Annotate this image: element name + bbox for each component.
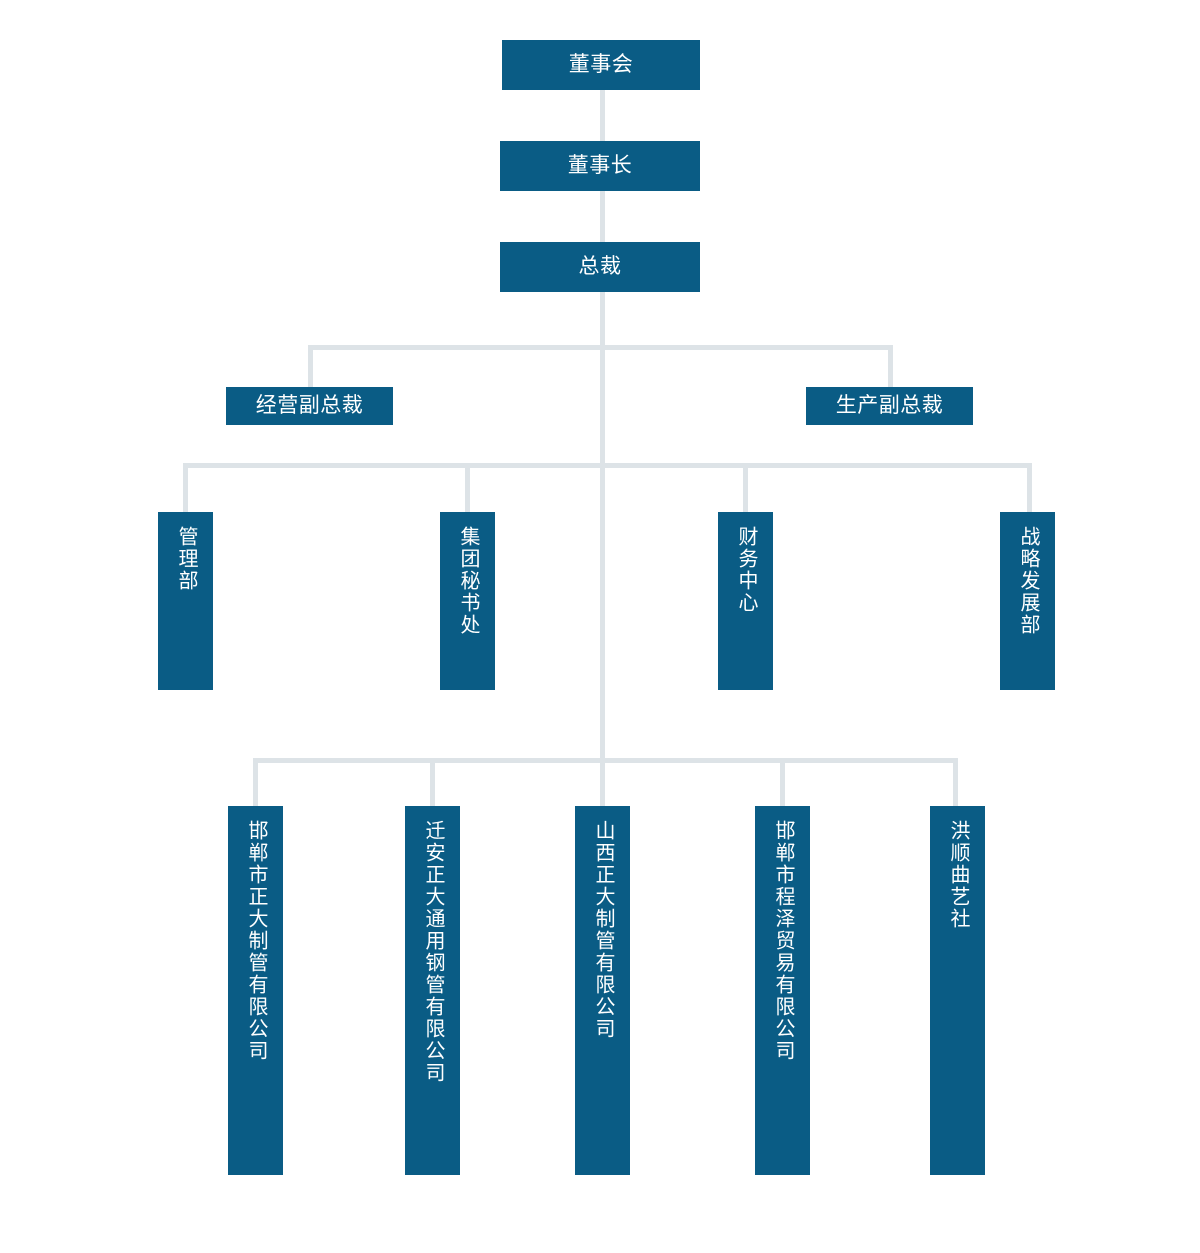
node-sub-handan-zhengda[interactable]: 邯郸市正大制管有限公司 [228,806,283,1175]
node-board[interactable]: 董事会 [502,40,700,90]
connector-drop-dept-finance-center [743,463,748,512]
connector-drop-dept-group-secretariat [465,463,470,512]
connector-drop-sub-handan-zhengda [253,758,258,806]
node-sub-handan-chengze-label: 邯郸市程泽贸易有限公司 [772,820,794,1062]
node-dept-group-secretariat[interactable]: 集团秘书处 [440,512,495,690]
node-chairman[interactable]: 董事长 [500,141,700,191]
node-dept-group-secretariat-label: 集团秘书处 [457,526,479,636]
node-sub-qianan-zhengda-label: 迁安正大通用钢管有限公司 [422,820,444,1084]
node-president-label: 总裁 [578,255,622,279]
node-sub-handan-zhengda-label: 邯郸市正大制管有限公司 [245,820,267,1062]
connector-board-to-chairman [600,90,605,141]
node-sub-shanxi-zhengda[interactable]: 山西正大制管有限公司 [575,806,630,1175]
node-board-label: 董事会 [568,53,634,77]
connector-drop-sub-qianan-zhengda [430,758,435,806]
connector-bus-subsidiaries [253,758,958,763]
connector-drop-sub-shanxi-zhengda [600,758,605,806]
node-sub-hongshun-quyi[interactable]: 洪顺曲艺社 [930,806,985,1175]
node-dept-finance-center-label: 财务中心 [735,526,757,614]
node-dept-strategy-development[interactable]: 战略发展部 [1000,512,1055,690]
connector-drop-vp-operations [308,345,313,387]
node-sub-shanxi-zhengda-label: 山西正大制管有限公司 [592,820,614,1040]
node-vp-production-label: 生产副总裁 [835,394,944,418]
node-vp-operations-label: 经营副总裁 [255,394,364,418]
connector-drop-sub-hongshun-quyi [953,758,958,806]
node-vp-production[interactable]: 生产副总裁 [806,387,973,425]
node-sub-qianan-zhengda[interactable]: 迁安正大通用钢管有限公司 [405,806,460,1175]
node-dept-management[interactable]: 管理部 [158,512,213,690]
connector-bus-departments [183,463,1032,468]
node-chairman-label: 董事长 [567,154,633,178]
node-dept-management-label: 管理部 [175,526,197,592]
node-president[interactable]: 总裁 [500,242,700,292]
connector-drop-sub-handan-chengze [780,758,785,806]
node-sub-handan-chengze[interactable]: 邯郸市程泽贸易有限公司 [755,806,810,1175]
connector-drop-dept-management [183,463,188,512]
connector-chairman-to-president [600,191,605,242]
connector-drop-dept-strategy-development [1027,463,1032,512]
connector-bus-vp [308,345,893,350]
node-sub-hongshun-quyi-label: 洪顺曲艺社 [947,820,969,930]
connector-spine-main [600,292,605,806]
node-dept-finance-center[interactable]: 财务中心 [718,512,773,690]
connector-drop-vp-production [888,345,893,387]
node-dept-strategy-development-label: 战略发展部 [1017,526,1039,636]
node-vp-operations[interactable]: 经营副总裁 [226,387,393,425]
